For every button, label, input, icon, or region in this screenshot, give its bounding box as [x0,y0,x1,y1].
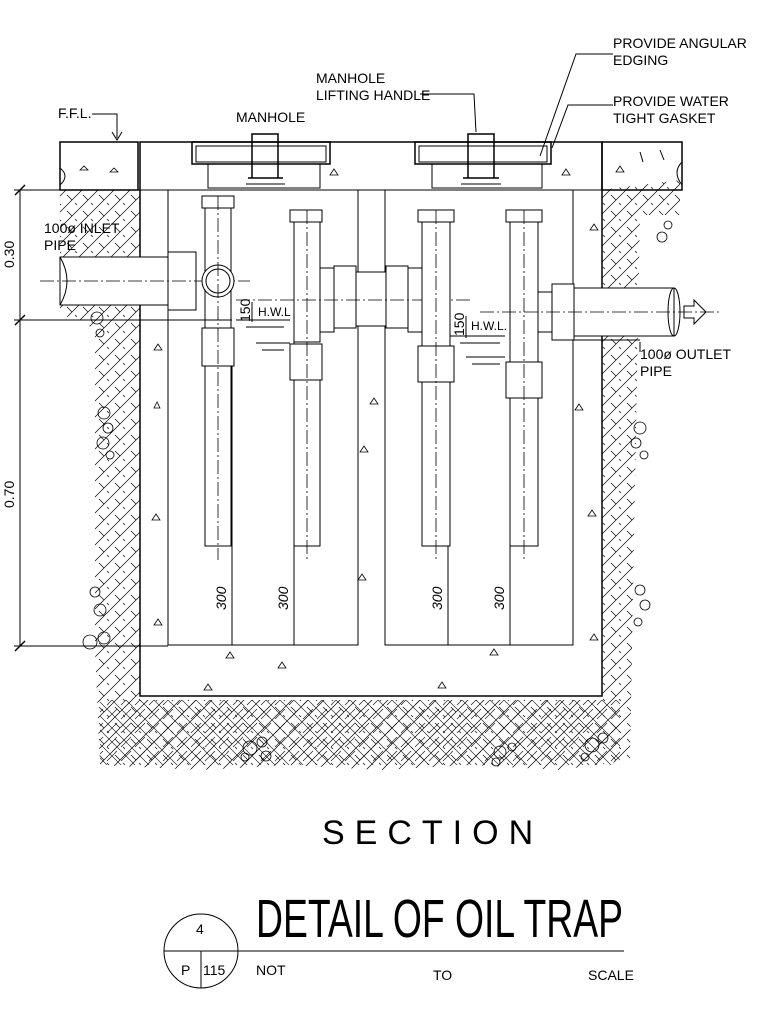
ffl-label: F.F.L. [58,105,91,121]
hwl-mark-1 [236,302,290,351]
outlet-pipe [480,283,720,341]
drawing-title: DETAIL OF OIL TRAP [256,889,623,949]
title-block [163,913,624,989]
manhole-lifting-label-line1: MANHOLE [316,70,385,86]
manhole-label: MANHOLE [236,109,305,125]
scale-note-not: NOT [256,962,286,978]
detail-number: 4 [196,921,204,937]
hwl-label-1: H.W.L [258,305,291,319]
angular-edging-label-line2: EDGING [613,52,668,68]
sheet-prefix: P [181,962,190,978]
manhole-right [414,133,552,189]
chamber-1-baffle-pipe [289,209,323,560]
dim-300-label-4: 300 [491,586,507,610]
inlet-label-line1: 100ø INLET [44,220,120,236]
dim-150-label-1: 150 [237,298,253,322]
dim-300-label-1: 300 [213,586,229,610]
chamber-2 [384,189,574,646]
inlet-label-line2: PIPE [44,237,76,253]
chamber-1 [167,189,359,646]
section-label: SECTION [322,814,543,852]
sheet-number: 115 [203,962,226,978]
dim-150-label-2: 150 [451,312,467,336]
floor-slab-left [59,141,139,191]
dim-main-label: 0.70 [1,481,17,508]
soil-hatch [60,140,680,770]
chamber-2-inlet-pipe [417,209,455,560]
dim-top-label: 0.30 [1,241,17,268]
left-dimension [14,184,232,652]
scale-note-scale: SCALE [588,967,634,983]
dim-300-label-2: 300 [275,586,291,610]
outlet-label-line1: 100ø OUTLET [640,346,731,362]
hwl-label-2: H.W.L. [471,319,507,333]
gasket-label-line2: TIGHT GASKET [613,110,716,126]
scale-note-to: TO [433,967,452,983]
chamber-2-outlet-pipe [505,209,543,560]
leader-lines [92,53,641,352]
manhole-left [191,133,331,189]
transfer-pipe [236,265,470,333]
gasket-label-line1: PROVIDE WATER [613,93,729,109]
manhole-lifting-label-line2: LIFTING HANDLE [316,87,430,103]
inlet-pipe [40,251,250,311]
dim-300-label-3: 300 [429,586,445,610]
hwl-mark-2 [450,316,505,365]
angular-edging-label-line1: PROVIDE ANGULAR [613,35,747,51]
outlet-label-line2: PIPE [640,363,672,379]
chamber-1-tee-pipe [201,195,235,560]
